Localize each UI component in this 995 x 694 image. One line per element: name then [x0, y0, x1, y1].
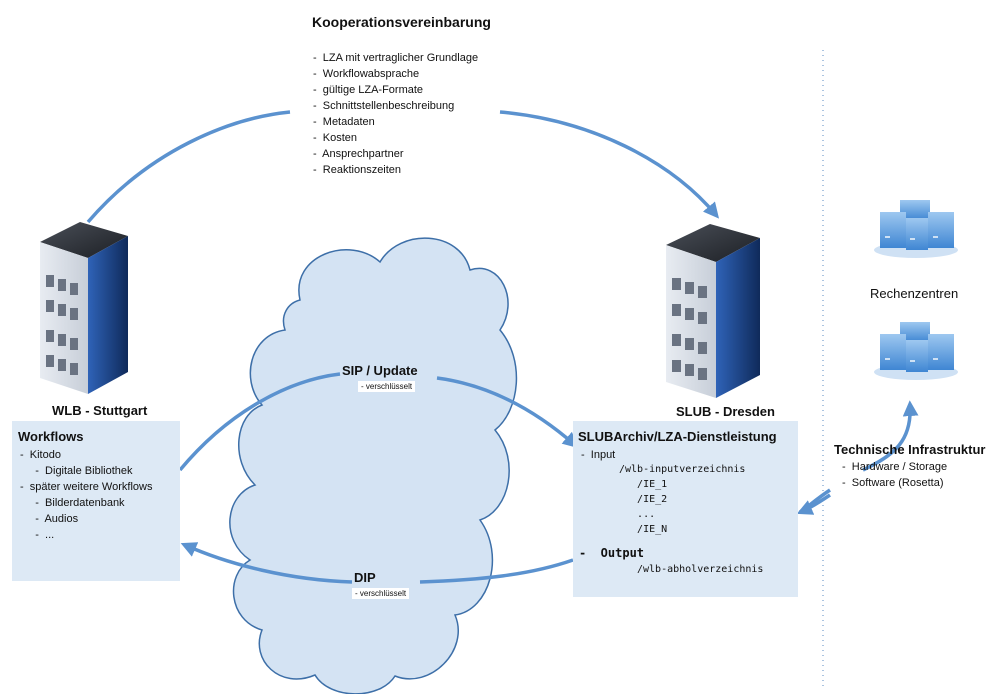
slub-input-label: - Input — [581, 449, 616, 461]
dip-sub-label: - verschlüsselt — [352, 588, 410, 599]
slub-service-box: SLUBArchiv/LZA-Dienstleistung - Input /w… — [573, 421, 798, 597]
agreement-list: - LZA mit vertraglicher Grundlage - Work… — [313, 50, 478, 178]
agreement-title: Kooperationsvereinbarung — [312, 14, 491, 30]
wlb-building-icon — [40, 222, 128, 394]
slub-output-path: /wlb-abholverzeichnis — [637, 564, 764, 575]
datacenters-label: Rechenzentren — [870, 286, 959, 301]
infra-list: - Hardware / Storage - Software (Rosetta… — [842, 459, 947, 491]
slub-label: SLUB - Dresden — [676, 404, 775, 419]
datacenter-icon — [874, 200, 958, 258]
agreement-item: - gültige LZA-Formate — [313, 84, 424, 96]
agreement-item: - Ansprechpartner — [313, 148, 404, 160]
arrow-agreement-right — [499, 110, 720, 219]
wlb-box-title: Workflows — [18, 429, 84, 444]
slub-building-icon — [666, 224, 760, 398]
wlb-item: - Bilderdatenbank — [20, 497, 125, 509]
dip-label: DIP — [354, 570, 376, 585]
slub-input-path: /IE_2 — [619, 494, 668, 505]
datacenter-icon — [874, 322, 958, 380]
network-cloud — [229, 237, 518, 694]
wlb-item: - ... — [20, 529, 55, 541]
agreement-item: - Metadaten — [313, 116, 375, 128]
wlb-item: - Audios — [20, 513, 79, 525]
agreement-item: - Workflowabsprache — [313, 68, 420, 80]
slub-input-path: /IE_1 — [619, 479, 668, 490]
wlb-workflows-box: Workflows - Kitodo - Digitale Bibliothek… — [12, 421, 180, 581]
wlb-item: - später weitere Workflows — [20, 481, 153, 493]
slub-input-path: ... — [619, 509, 656, 520]
sip-sub-label: - verschlüsselt — [358, 381, 416, 392]
infra-item: - Software (Rosetta) — [842, 477, 944, 489]
wlb-item: - Digitale Bibliothek — [20, 465, 133, 477]
wlb-item: - Kitodo — [20, 449, 61, 461]
arrow-infra-left — [796, 493, 831, 515]
slub-input-path: /IE_N — [619, 524, 668, 535]
agreement-item: - Reaktionszeiten — [313, 164, 402, 176]
infra-item: - Hardware / Storage — [842, 461, 948, 473]
agreement-item: - Schnittstellenbeschreibung — [313, 100, 455, 112]
wlb-label: WLB - Stuttgart — [52, 403, 148, 418]
arrow-dip — [185, 545, 574, 584]
arrow-sip — [178, 372, 575, 472]
slub-box-title: SLUBArchiv/LZA-Dienstleistung — [578, 429, 777, 444]
sip-label: SIP / Update — [342, 363, 418, 378]
infra-title: Technische Infrastruktur — [834, 442, 986, 457]
arrow-agreement-left — [86, 110, 291, 224]
agreement-item: - LZA mit vertraglicher Grundlage — [313, 52, 479, 64]
slub-input-path: /wlb-inputverzeichnis — [619, 464, 746, 475]
agreement-item: - Kosten — [313, 132, 358, 144]
slub-output-label: - Output — [579, 546, 645, 560]
